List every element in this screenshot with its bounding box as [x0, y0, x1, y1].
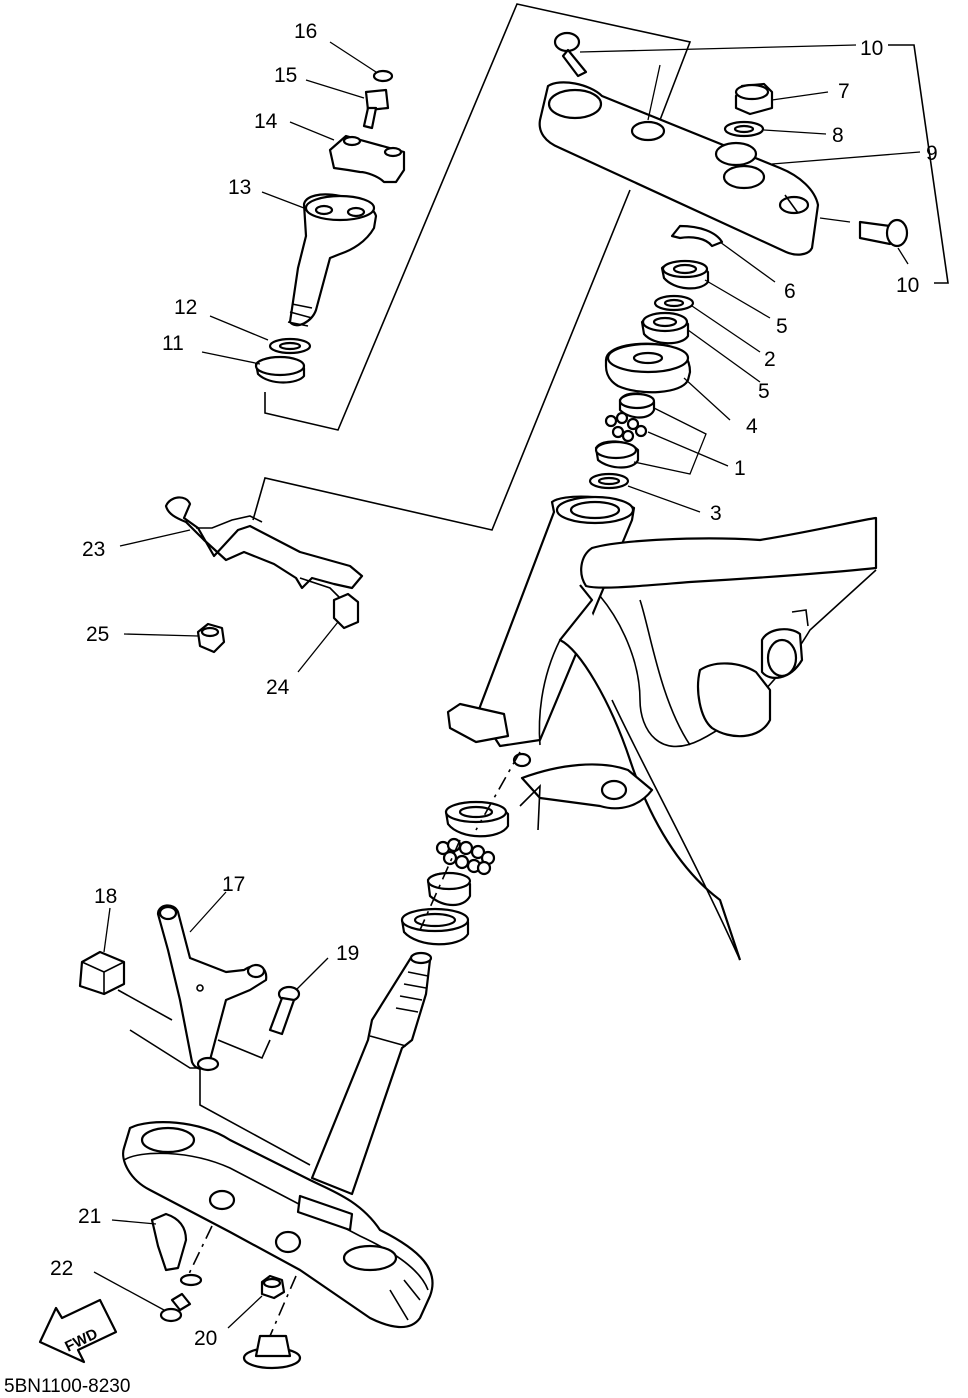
callout-15: 15 — [274, 64, 297, 87]
handlebar-holder-lower — [287, 193, 378, 327]
callout-1: 1 — [734, 457, 746, 480]
callout-6: 6 — [784, 280, 796, 303]
handlebar-upper-holder — [328, 134, 406, 184]
steering-stem — [310, 951, 433, 1196]
callout-4: 4 — [746, 415, 758, 438]
callout-5-lower: 5 — [758, 380, 770, 403]
seal-3 — [588, 472, 630, 490]
callout-2: 2 — [764, 348, 776, 371]
holder-bolt-15 — [362, 88, 390, 130]
bearing-cover — [604, 342, 692, 394]
diagram-code: 5BN1100-8230 — [4, 1376, 130, 1397]
callout-9: 9 — [926, 142, 938, 165]
leader-lines — [93, 41, 921, 1329]
callout-11: 11 — [162, 332, 184, 355]
callout-17: 17 — [222, 873, 245, 896]
washer-8 — [723, 120, 765, 138]
callout-19: 19 — [336, 942, 359, 965]
callout-labels: 1 2 3 4 5 5 6 7 8 9 10 10 11 12 13 14 15… — [50, 20, 938, 1350]
ring-nut-upper — [660, 259, 710, 290]
callout-10-top: 10 — [860, 37, 883, 60]
stem-cap-nut — [242, 1334, 302, 1370]
callout-22: 22 — [50, 1257, 73, 1280]
stem-axis-lines — [185, 1225, 297, 1337]
callout-8: 8 — [832, 124, 844, 147]
callout-12: 12 — [174, 296, 197, 319]
lower-dust-seal — [400, 907, 470, 946]
ring-nut-lower — [640, 311, 690, 345]
cable-guide — [164, 496, 364, 599]
callout-13: 13 — [228, 176, 251, 199]
lower-bearing-race — [444, 800, 510, 838]
washer-2 — [653, 294, 695, 312]
callout-16: 16 — [294, 20, 317, 43]
assembly-outline-handlebar-holder — [264, 3, 692, 431]
lower-bearing-balls — [435, 837, 496, 876]
callout-14: 14 — [254, 110, 278, 133]
upper-bearing-race — [618, 392, 656, 419]
washer-12 — [268, 337, 312, 355]
callout-21: 21 — [78, 1205, 101, 1228]
fwd-arrow-icon: FWD — [38, 1298, 118, 1364]
cap-nut — [734, 82, 774, 116]
callout-24: 24 — [266, 676, 290, 699]
upper-bearing-balls — [604, 411, 648, 443]
callout-5-upper: 5 — [776, 315, 788, 338]
callout-25: 25 — [86, 623, 109, 646]
assembly-outline-cable-guide — [252, 189, 631, 531]
upper-bearing-cup — [594, 440, 640, 469]
damper-11 — [254, 355, 306, 384]
upper-bracket-bolt-side — [858, 218, 909, 248]
nut-20 — [260, 1274, 286, 1300]
bolt-22 — [159, 1292, 192, 1323]
clamp-24 — [332, 592, 360, 630]
callout-20: 20 — [194, 1327, 217, 1350]
holder-cap-16 — [372, 69, 394, 83]
callout-10-side: 10 — [896, 274, 919, 297]
frame — [446, 495, 878, 961]
callout-7: 7 — [838, 80, 850, 103]
under-bracket — [122, 1121, 434, 1329]
lock-washer — [670, 224, 724, 248]
lower-bearing-cone — [426, 871, 472, 907]
rubber-block — [78, 950, 126, 996]
upper-bracket-bolt-top — [553, 31, 588, 78]
bolt-19 — [268, 985, 301, 1036]
callout-3: 3 — [710, 502, 722, 525]
hose-guide-21 — [150, 1212, 188, 1272]
bracket-bolt-line — [888, 44, 949, 284]
callout-18: 18 — [94, 885, 117, 908]
washer-under-21 — [179, 1273, 203, 1287]
steering-axis-line — [419, 751, 521, 931]
upper-bracket — [538, 81, 820, 256]
nut-25 — [196, 622, 226, 654]
stay-bracket — [156, 904, 268, 1072]
callout-23: 23 — [82, 538, 105, 561]
